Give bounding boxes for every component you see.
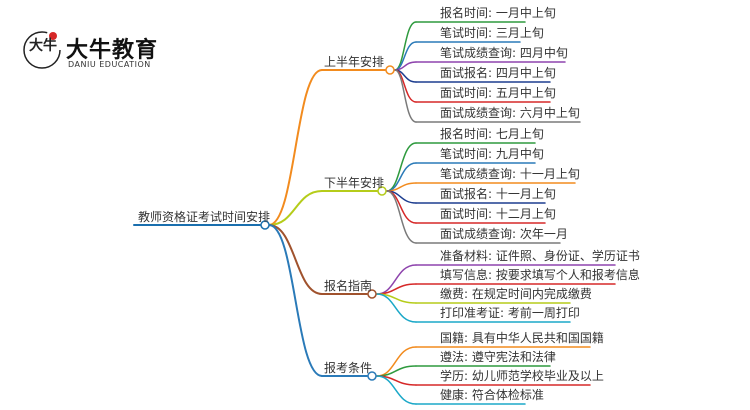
leaf-topic-label[interactable]: 报名时间: 一月中上旬 [440,6,556,20]
leaf-topic-label[interactable]: 准备材料: 证件照、身份证、学历证书 [440,249,640,263]
branch-collapse-toggle[interactable] [367,371,377,381]
leaf-topic-label[interactable]: 面试报名: 四月中上旬 [440,66,556,80]
brand-logo: 大牛 大牛教育 DANIU EDUCATION [18,28,168,72]
leaf-topic-label[interactable]: 面试成绩查询: 六月中上旬 [440,106,580,120]
branch-collapse-toggle[interactable] [377,186,387,196]
branch-connector [268,190,323,226]
leaf-topic-label[interactable]: 填写信息: 按要求填写个人和报考信息 [440,268,640,282]
logo-mark-icon: 大牛 [23,31,61,69]
svg-text:大牛: 大牛 [29,37,57,54]
leaf-topic-label[interactable]: 面试成绩查询: 次年一月 [440,227,568,241]
leaf-topic-label[interactable]: 学历: 幼儿师范学校毕业及以上 [440,369,604,383]
logo-name-cn: 大牛教育 [66,38,159,63]
leaf-topic-label[interactable]: 打印准考证: 考前一周打印 [440,306,580,320]
branch-connector [268,69,323,226]
leaf-topic-label[interactable]: 缴费: 在规定时间内完成缴费 [440,287,592,301]
leaf-topic-label[interactable]: 笔试成绩查询: 十一月上旬 [440,167,580,181]
branch-topic-label[interactable]: 报考条件 [324,361,373,375]
leaf-connector [376,346,417,377]
leaf-topic-label[interactable]: 面试时间: 十二月上旬 [440,207,556,221]
branch-connector [268,224,323,295]
branch-collapse-toggle[interactable] [367,289,377,299]
leaf-connector [376,293,417,323]
leaf-topic-label[interactable]: 面试时间: 五月中上旬 [440,86,556,100]
leaf-connector [394,69,417,123]
leaf-topic-label[interactable]: 报名时间: 七月上旬 [440,127,544,141]
leaf-topic-label[interactable]: 健康: 符合体检标准 [440,388,544,402]
root-topic-label[interactable]: 教师资格证考试时间安排 [138,210,271,224]
leaf-topic-label[interactable]: 笔试成绩查询: 四月中旬 [440,46,568,60]
leaf-topic-label[interactable]: 笔试时间: 九月中旬 [440,147,544,161]
branch-collapse-toggle[interactable] [385,65,395,75]
leaf-connector [394,61,417,71]
branch-topic-label[interactable]: 报名指南 [324,279,373,293]
leaf-topic-label[interactable]: 面试报名: 十一月上旬 [440,187,556,201]
leaf-connector [386,190,417,244]
logo-name-en: DANIU EDUCATION [68,60,151,69]
root-collapse-toggle[interactable] [260,220,270,230]
leaf-connector [376,264,417,295]
leaf-topic-label[interactable]: 笔试时间: 三月上旬 [440,26,544,40]
branch-topic-label[interactable]: 下半年安排 [324,176,385,190]
branch-connector [268,224,323,377]
branch-topic-label[interactable]: 上半年安排 [324,55,385,69]
leaf-topic-label[interactable]: 遵法: 遵守宪法和法律 [440,350,556,364]
leaf-connector [376,375,417,405]
leaf-topic-label[interactable]: 国籍: 具有中华人民共和国国籍 [440,331,604,345]
